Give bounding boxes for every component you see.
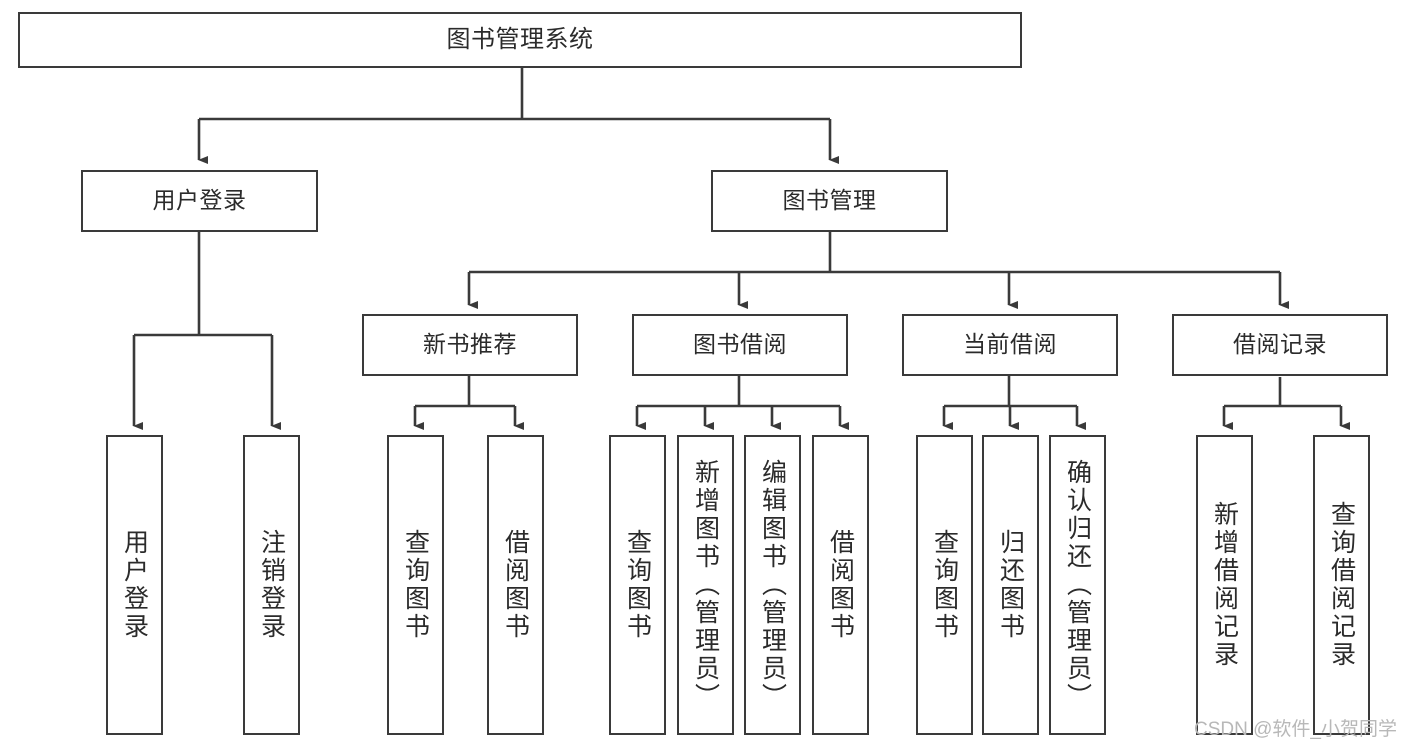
node-borrow-record[interactable]: 借阅记录 (1172, 314, 1388, 376)
node-label: 新增借阅记录 (1210, 501, 1239, 669)
node-leaf-borrow-book-2[interactable]: 借阅图书 (812, 435, 869, 735)
node-leaf-query-book-2[interactable]: 查询图书 (609, 435, 666, 735)
node-leaf-borrow-book-1[interactable]: 借阅图书 (487, 435, 544, 735)
node-label: 查询图书 (930, 529, 959, 641)
node-label: 新增图书（管理员） (691, 459, 720, 711)
node-leaf-confirm-return[interactable]: 确认归还（管理员） (1049, 435, 1106, 735)
node-label: 编辑图书（管理员） (758, 459, 787, 711)
node-leaf-query-book-3[interactable]: 查询图书 (916, 435, 973, 735)
node-leaf-query-record[interactable]: 查询借阅记录 (1313, 435, 1370, 735)
node-label: 图书管理 (782, 187, 877, 214)
node-leaf-user-logout[interactable]: 注销登录 (243, 435, 300, 735)
node-label: 查询图书 (623, 529, 652, 641)
node-leaf-edit-book[interactable]: 编辑图书（管理员） (744, 435, 801, 735)
node-label: 查询借阅记录 (1327, 501, 1356, 669)
node-leaf-add-record[interactable]: 新增借阅记录 (1196, 435, 1253, 735)
node-label: 新书推荐 (423, 331, 517, 358)
node-label: 借阅图书 (826, 529, 855, 641)
node-leaf-user-login[interactable]: 用户登录 (106, 435, 163, 735)
node-label: 借阅图书 (501, 529, 530, 641)
node-current-borrow[interactable]: 当前借阅 (902, 314, 1118, 376)
node-user-login[interactable]: 用户登录 (81, 170, 318, 232)
watermark-text: CSDN @软件_小贺同学 (1194, 719, 1397, 740)
node-book-borrow[interactable]: 图书借阅 (632, 314, 848, 376)
node-label: 图书借阅 (693, 331, 787, 358)
node-label: 借阅记录 (1233, 331, 1327, 358)
node-label: 当前借阅 (963, 331, 1057, 358)
node-new-book-recommend[interactable]: 新书推荐 (362, 314, 578, 376)
node-leaf-return-book[interactable]: 归还图书 (982, 435, 1039, 735)
node-leaf-query-book-1[interactable]: 查询图书 (387, 435, 444, 735)
node-label: 查询图书 (401, 529, 430, 641)
node-book-management-system[interactable]: 图书管理系统 (18, 12, 1022, 68)
node-label: 图书管理系统 (446, 25, 594, 53)
node-book-management[interactable]: 图书管理 (711, 170, 948, 232)
node-label: 用户登录 (120, 529, 149, 641)
node-label: 归还图书 (996, 529, 1025, 641)
node-label: 注销登录 (257, 529, 286, 641)
node-label: 用户登录 (152, 187, 247, 214)
node-label: 确认归还（管理员） (1063, 459, 1092, 711)
node-leaf-add-book[interactable]: 新增图书（管理员） (677, 435, 734, 735)
